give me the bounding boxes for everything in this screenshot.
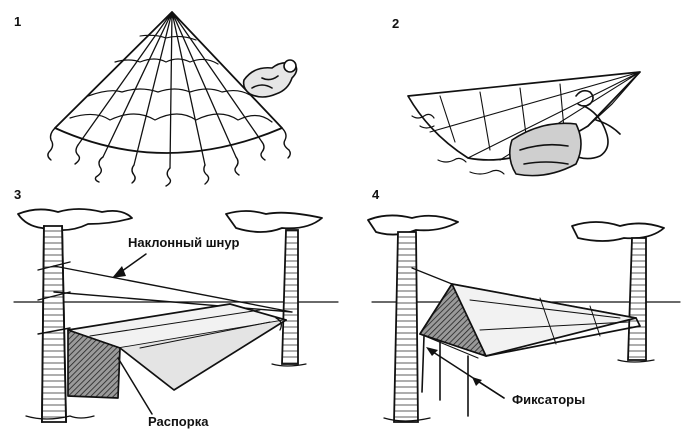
parachute-bundle-icon — [242, 59, 298, 98]
panel-4-right-tree — [571, 221, 665, 363]
panel-1: 1 — [14, 11, 298, 187]
panel-2: 2 — [392, 16, 641, 177]
panel-4: 4 — [367, 187, 681, 423]
panel-3: 3 Наклонный шнур — [13, 187, 339, 429]
panel-1-number: 1 — [14, 14, 21, 29]
stake-arrowhead-b — [472, 377, 482, 386]
cord-pointer-arrowhead — [112, 266, 126, 278]
callout-slanted-cord: Наклонный шнур — [128, 235, 239, 250]
stake-pointer-arrow-b — [475, 379, 505, 399]
panel-4-number: 4 — [372, 187, 380, 202]
panel-2-number: 2 — [392, 16, 399, 31]
stake-arrowhead-a — [426, 347, 438, 356]
panel-3-number: 3 — [14, 187, 21, 202]
callout-stakes: Фиксаторы — [512, 392, 585, 407]
a-frame-shelter — [411, 267, 641, 357]
ground-tufts — [411, 113, 505, 175]
stakes — [419, 333, 479, 417]
parachute-cords — [47, 127, 291, 187]
ridge-cord — [53, 265, 293, 313]
panel-4-left-tree — [367, 214, 459, 423]
panel-3-left-tree — [17, 208, 133, 423]
parachute-canopy — [54, 11, 283, 169]
spreader-pointer-arrow — [117, 357, 153, 415]
person-folding-icon — [508, 89, 621, 177]
callout-spreader: Распорка — [148, 414, 209, 429]
lean-to-shelter — [67, 303, 287, 399]
